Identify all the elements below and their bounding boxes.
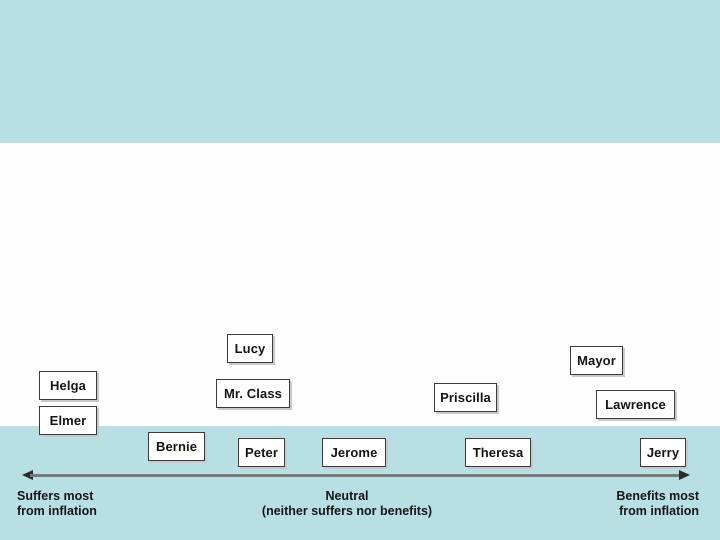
name-box-priscilla[interactable]: Priscilla <box>434 383 497 412</box>
name-box-lucy[interactable]: Lucy <box>227 334 273 363</box>
name-box-theresa[interactable]: Theresa <box>465 438 531 467</box>
name-box-elmer[interactable]: Elmer <box>39 406 97 435</box>
name-box-helga[interactable]: Helga <box>39 371 97 400</box>
name-box-mr-class[interactable]: Mr. Class <box>216 379 290 408</box>
axis-line <box>30 474 682 477</box>
arrow-left-icon <box>22 470 33 480</box>
name-box-mayor[interactable]: Mayor <box>570 346 623 375</box>
caption-suffers-most: Suffers most from inflation <box>17 489 97 518</box>
name-box-jerry[interactable]: Jerry <box>640 438 686 467</box>
caption-neutral: Neutral (neither suffers nor benefits) <box>261 489 433 518</box>
name-box-lawrence[interactable]: Lawrence <box>596 390 675 419</box>
name-box-jerome[interactable]: Jerome <box>322 438 386 467</box>
caption-benefits-most: Benefits most from inflation <box>616 489 699 518</box>
name-box-bernie[interactable]: Bernie <box>148 432 205 461</box>
name-box-peter[interactable]: Peter <box>238 438 285 467</box>
spectrum-axis <box>22 470 690 480</box>
arrow-right-icon <box>679 470 690 480</box>
